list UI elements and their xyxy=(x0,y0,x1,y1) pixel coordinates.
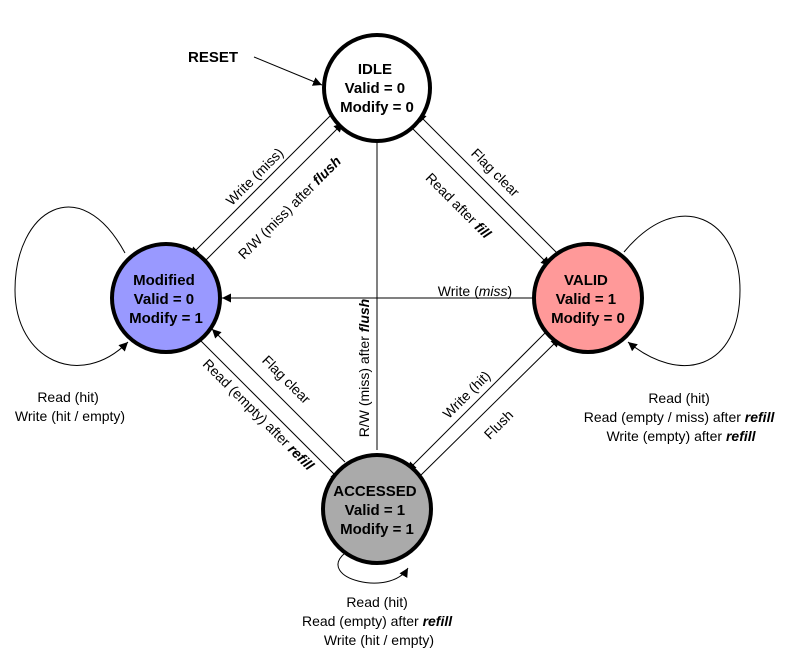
label-idle-to-modified: Write (miss) xyxy=(223,145,287,209)
self-loop-valid xyxy=(623,215,741,366)
state-idle-circle xyxy=(322,33,432,143)
edge-idle-to-modified xyxy=(189,112,334,257)
label-valid-to-accessed: Write (hit) xyxy=(439,367,493,421)
edge-modified-to-accessed xyxy=(196,336,341,481)
state-accessed-valid: Valid = 1 xyxy=(345,502,405,519)
label-accessed-to-modified: Flag clear xyxy=(259,352,314,407)
reset-label: RESET xyxy=(188,49,238,66)
svg-text:Modified Valid = 0: Modified Valid = 0 Modify = 1 xyxy=(129,272,203,327)
label-self-loop-valid: Read (hit) Read (empty / miss) after ref… xyxy=(584,390,779,444)
label-self-loop-accessed: Read (hit) Read (empty) after refill Wri… xyxy=(302,594,456,648)
state-accessed: ACCESSED Valid = 1 Modify = 1 xyxy=(321,453,433,565)
self-loop-modified xyxy=(14,206,129,366)
state-accessed-circle xyxy=(321,453,433,565)
state-idle: IDLE Valid = 0 Modify = 0 xyxy=(322,33,432,143)
edge-valid-to-idle xyxy=(416,112,561,257)
label-self-loop-modified: Read (hit) Write (hit / empty) xyxy=(15,389,125,424)
state-modified-circle xyxy=(110,242,222,354)
label-accessed-to-idle: R/W (miss) after flush xyxy=(356,299,372,437)
state-idle-modify: Modify = 0 xyxy=(340,99,414,116)
edge-accessed-to-valid xyxy=(419,337,561,477)
state-modified: Modified Valid = 0 Modify = 1 xyxy=(110,242,222,354)
state-idle-name: IDLE xyxy=(358,61,392,78)
state-accessed-name: ACCESSED xyxy=(333,483,417,500)
state-accessed-modify: Modify = 1 xyxy=(340,521,414,538)
state-valid-valid: Valid = 1 xyxy=(556,291,616,308)
label-valid-to-modified: Write (miss) xyxy=(438,283,512,299)
state-valid-name: VALID xyxy=(564,272,608,289)
svg-text:VALID Valid = 1 Mo: VALID Valid = 1 Modify = 0 xyxy=(551,272,625,327)
state-valid-circle xyxy=(532,242,644,354)
edge-valid-to-accessed xyxy=(406,332,546,472)
label-modified-to-accessed: Read (empty) after refill xyxy=(200,356,318,474)
reset-arrow xyxy=(253,56,323,86)
state-modified-valid: Valid = 0 xyxy=(134,291,194,308)
state-valid-modify: Modify = 0 xyxy=(551,310,625,327)
state-modified-name: Modified xyxy=(133,272,195,289)
state-idle-valid: Valid = 0 xyxy=(345,80,405,97)
edge-modified-to-idle xyxy=(199,122,344,267)
state-modified-modify: Modify = 1 xyxy=(129,310,203,327)
svg-text:ACCESSED Valid = 1: ACCESSED Valid = 1 Modify = 1 xyxy=(333,483,421,538)
state-valid: VALID Valid = 1 Modify = 0 xyxy=(532,242,644,354)
edge-idle-to-valid xyxy=(406,122,551,267)
edge-accessed-to-modified xyxy=(211,328,346,463)
svg-text:IDLE Valid = 0 Mod: IDLE Valid = 0 Modify = 0 xyxy=(340,61,414,116)
self-loop-accessed xyxy=(337,552,409,584)
label-accessed-to-valid: Flush xyxy=(481,407,517,443)
